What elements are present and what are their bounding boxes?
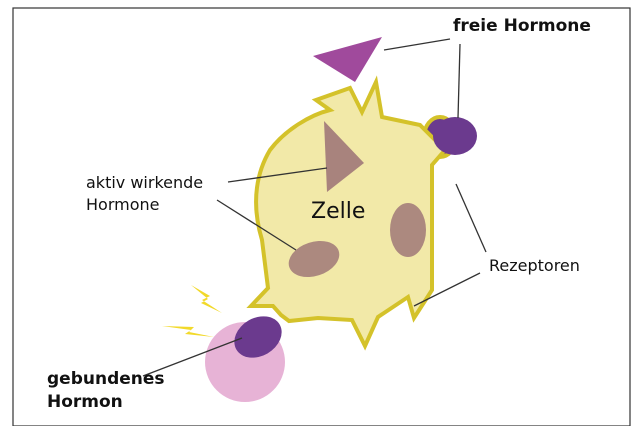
free-hormone-on-receptor <box>433 117 477 155</box>
leader-receptors-1 <box>456 184 486 252</box>
free-hormone-triangle <box>313 37 382 82</box>
label-bound-hormone-line1: gebundenes <box>47 370 165 390</box>
label-cell: Zelle <box>311 199 365 224</box>
label-bound-hormone-line2: Hormon <box>47 393 123 413</box>
active-hormone-oval-right <box>390 203 426 257</box>
label-free-hormones: freie Hormone <box>453 17 591 37</box>
leader-free-hormones-1 <box>384 39 450 50</box>
leader-free-hormones-2 <box>458 44 460 118</box>
label-receptors: Rezeptoren <box>489 257 580 275</box>
label-active-hormones-line2: Hormone <box>86 196 159 214</box>
spark-lower <box>162 326 214 337</box>
spark-upper <box>191 285 222 313</box>
label-active-hormones-line1: aktiv wirkende <box>86 174 203 192</box>
